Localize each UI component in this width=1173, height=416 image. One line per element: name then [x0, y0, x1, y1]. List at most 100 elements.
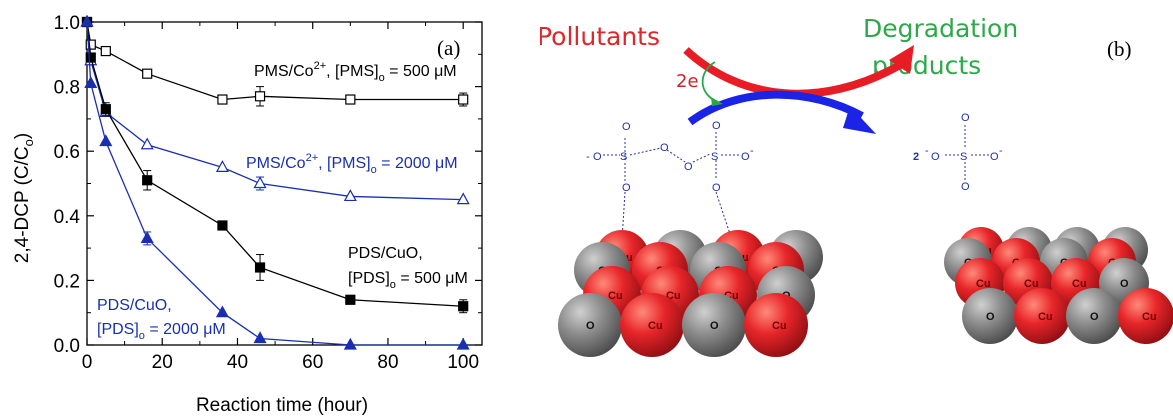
svg-text:Cu: Cu: [1024, 278, 1039, 290]
svg-text:S: S: [960, 151, 967, 163]
cu-atom: Cu: [744, 293, 808, 357]
svg-text:O: O: [684, 161, 693, 173]
x-tick-label: 100: [447, 352, 479, 373]
svg-text:S: S: [711, 151, 718, 163]
svg-text:Cu: Cu: [648, 320, 663, 332]
svg-text:O: O: [741, 151, 750, 163]
data-point: [140, 137, 154, 150]
x-tick-label: 80: [377, 352, 398, 373]
series-1: [80, 14, 470, 205]
data-point: [254, 91, 266, 102]
series-2: [81, 16, 469, 314]
data-point: [140, 231, 154, 244]
svg-text:S: S: [620, 151, 627, 163]
svg-text:Cu: Cu: [976, 278, 991, 290]
data-point: [345, 294, 356, 305]
y-tick-label: 0.8: [54, 78, 80, 99]
svg-text:O: O: [990, 151, 999, 163]
o-atom: O: [558, 293, 622, 357]
data-point: [100, 45, 111, 57]
series-3: [80, 14, 470, 350]
svg-text:O: O: [622, 121, 631, 133]
y-tick-label: 0.4: [54, 207, 81, 228]
series-label-pds-500-line1: PDS/CuO,: [348, 245, 423, 262]
cu-atom: Cu: [1014, 288, 1070, 344]
cuo-surface-left: CuOCuOOCuOCuCuCuCuOOCuOCu: [558, 230, 823, 357]
svg-text:O: O: [712, 182, 721, 194]
sulfate-ions: 2 - O O S O O -: [913, 112, 1003, 193]
o-atom: O: [682, 293, 746, 357]
sulfate-coefficient: 2: [913, 151, 919, 163]
data-point: [85, 52, 96, 63]
persulfate-atoms: O - O S O O O O S O O -: [586, 120, 754, 194]
mechanism-diagram: (b) Pollutants Degradation products 2e O…: [540, 14, 1173, 357]
svg-text:O: O: [710, 320, 719, 332]
y-axis-title: 2,4-DCP (C/Co): [12, 133, 36, 263]
svg-text:-: -: [999, 145, 1003, 157]
degradation-label-line2: products: [872, 51, 981, 80]
svg-text:-: -: [925, 145, 929, 157]
series-layer: [80, 14, 470, 350]
data-point: [80, 14, 94, 27]
data-point: [343, 189, 357, 202]
data-point: [215, 160, 229, 172]
series-line: [86, 21, 464, 307]
x-axis-title: Reaction time (hour): [196, 395, 368, 416]
data-point: [99, 134, 113, 147]
data-point: [343, 337, 357, 350]
series-label-pms-500: PMS/Co2+, [PMS]o = 500 μM: [254, 60, 457, 84]
y-tick-label: 0.2: [54, 271, 80, 292]
data-point: [456, 192, 470, 205]
series-label-pds-2000-line1: PDS/CuO,: [97, 297, 172, 314]
pollutant-arrowhead: [889, 45, 914, 74]
x-tick-label: 0: [82, 352, 93, 373]
electron-label: 2e: [676, 71, 699, 92]
persulfate-molecule: [603, 132, 740, 241]
svg-text:Cu: Cu: [772, 320, 787, 332]
data-point: [84, 76, 98, 88]
svg-text:Cu: Cu: [1038, 311, 1053, 323]
product-arrow: [687, 90, 864, 126]
data-point: [458, 301, 469, 312]
degradation-label-line1: Degradation: [863, 14, 1018, 43]
electron-arrowhead: [711, 97, 723, 106]
svg-text:O: O: [986, 311, 995, 323]
o-atom: O: [1066, 288, 1122, 344]
y-tick-label: 0.0: [54, 336, 80, 357]
svg-text:O: O: [593, 151, 602, 163]
svg-text:O: O: [961, 181, 970, 193]
svg-text:O: O: [961, 112, 970, 124]
data-point: [254, 262, 266, 273]
series-label-pms-2000: PMS/Co2+, [PMS]o = 2000 μM: [246, 152, 458, 176]
data-point: [458, 94, 469, 105]
cu-atom: Cu: [1118, 288, 1173, 344]
x-tick-label: 40: [227, 352, 248, 373]
svg-text:O: O: [586, 320, 595, 332]
svg-text:Cu: Cu: [1142, 311, 1157, 323]
data-point: [85, 39, 96, 50]
data-point: [345, 94, 356, 105]
svg-text:O: O: [1120, 278, 1129, 290]
data-point: [142, 68, 153, 79]
svg-text:O: O: [622, 182, 631, 194]
x-tick-label: 60: [302, 352, 323, 373]
data-point: [456, 337, 470, 350]
series-line: [86, 21, 464, 101]
panel-label-b: (b): [1107, 37, 1132, 61]
data-point: [253, 331, 267, 344]
panel-label-a: (a): [437, 36, 460, 60]
data-point: [142, 175, 153, 186]
data-point: [217, 220, 228, 231]
series-line: [86, 21, 464, 346]
cu-atom: Cu: [620, 293, 684, 357]
y-tick-label: 1.0: [54, 13, 80, 34]
x-tick-label: 20: [152, 352, 173, 373]
svg-text:-: -: [586, 151, 590, 163]
pollutants-label: Pollutants: [540, 22, 660, 51]
cuo-surface-right: CuOOOOCuOCuCuCuCuOOCuOCu: [944, 227, 1173, 344]
series-label-pds-500-line2: [PDS]o = 500 μM: [348, 270, 468, 291]
data-point: [215, 305, 229, 318]
series-line: [86, 21, 464, 201]
